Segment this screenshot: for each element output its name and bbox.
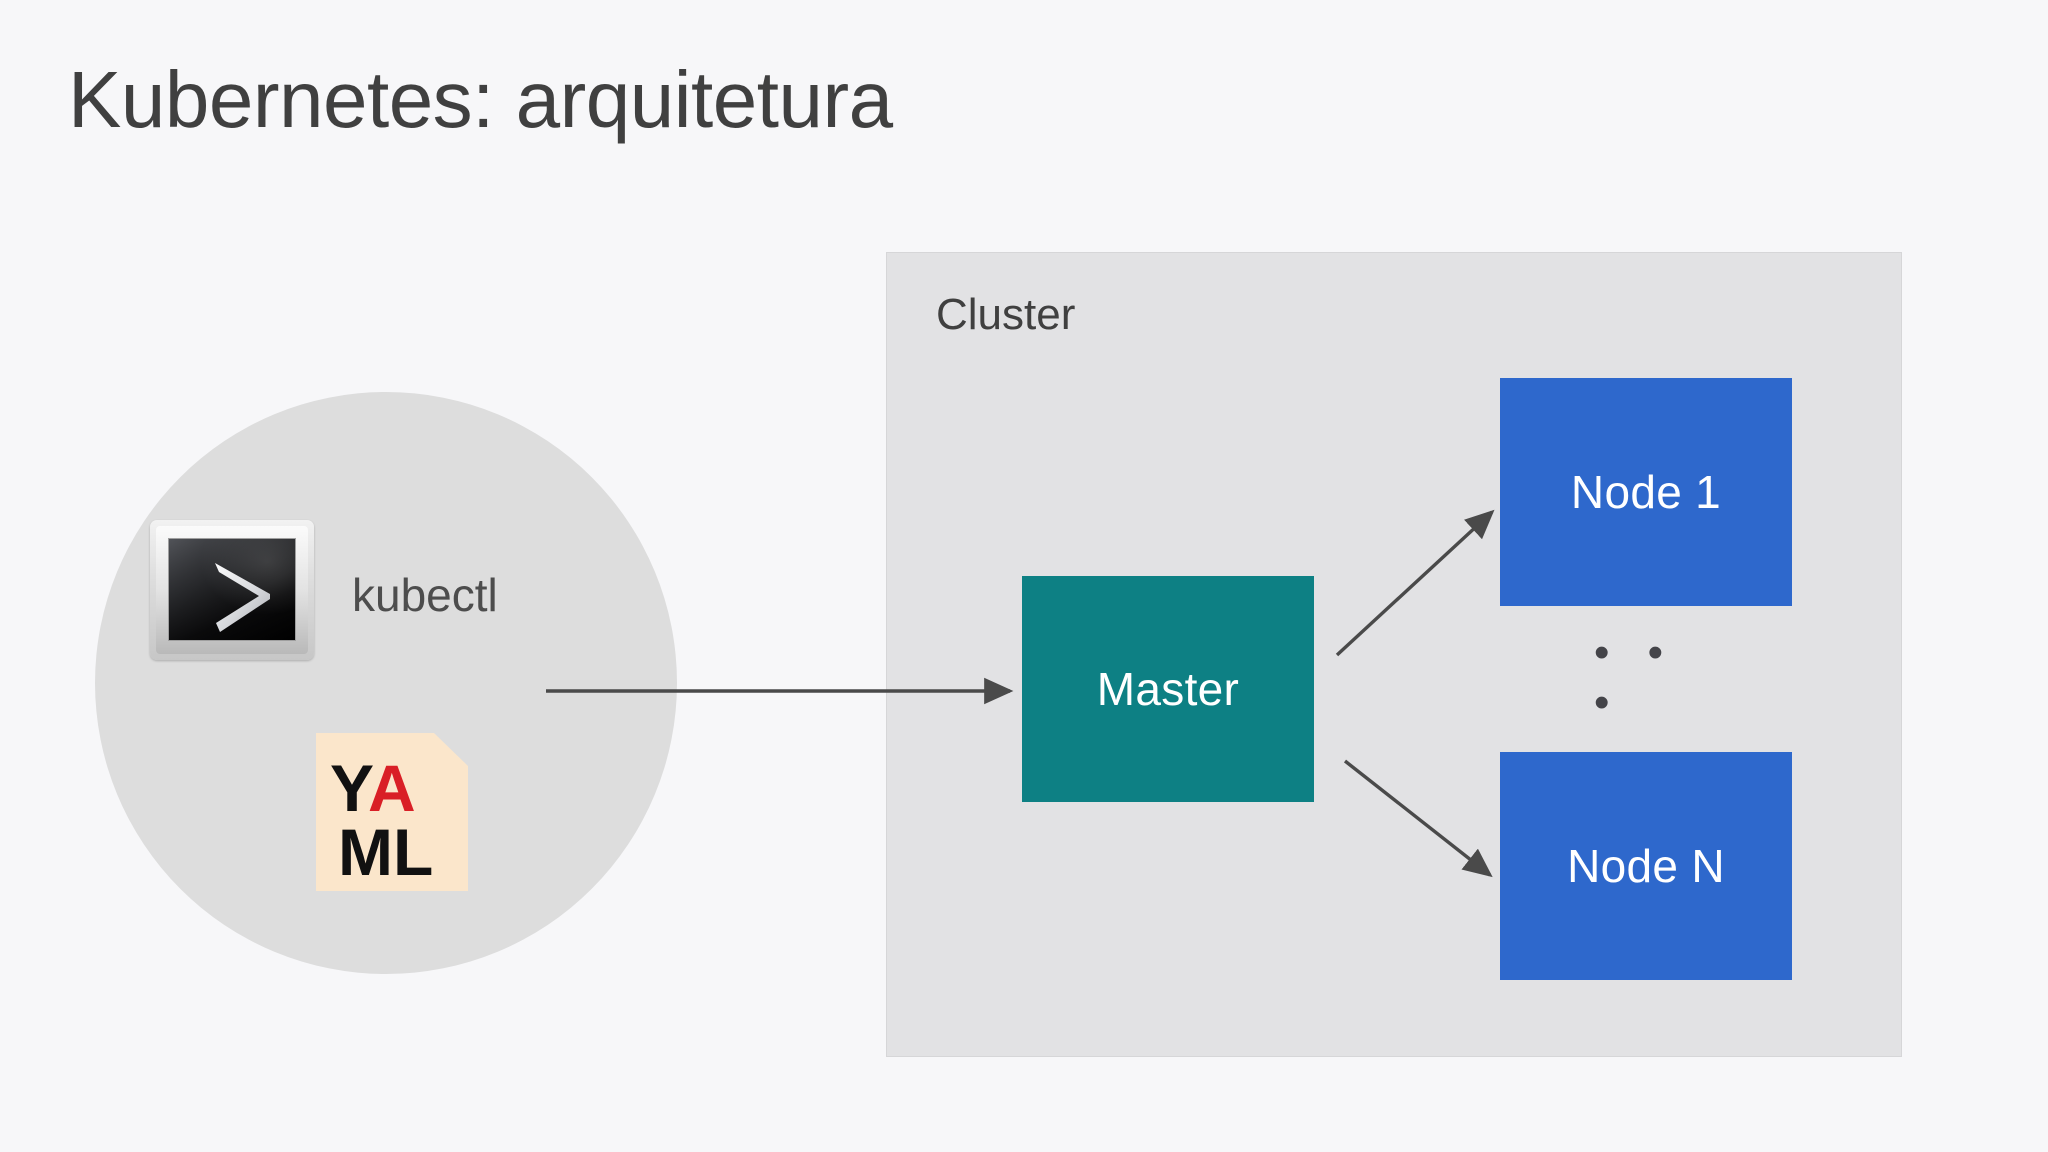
node-box-n[interactable]: Node N <box>1500 752 1792 980</box>
yaml-file-icon: Y A ML <box>316 733 468 891</box>
terminal-prompt-icon <box>169 539 295 635</box>
svg-text:Y: Y <box>330 751 374 825</box>
page-title: Kubernetes: arquitetura <box>68 55 893 144</box>
terminal-icon <box>150 520 314 660</box>
kubectl-label: kubectl <box>352 569 498 621</box>
svg-text:ML: ML <box>338 815 433 889</box>
master-box[interactable]: Master <box>1022 576 1314 802</box>
node-box-1[interactable]: Node 1 <box>1500 378 1792 606</box>
svg-text:A: A <box>368 751 416 825</box>
terminal-bezel <box>156 526 308 654</box>
cluster-label: Cluster <box>936 290 1076 339</box>
terminal-screen <box>168 538 296 641</box>
nodes-ellipsis: • • • <box>1594 628 1677 727</box>
